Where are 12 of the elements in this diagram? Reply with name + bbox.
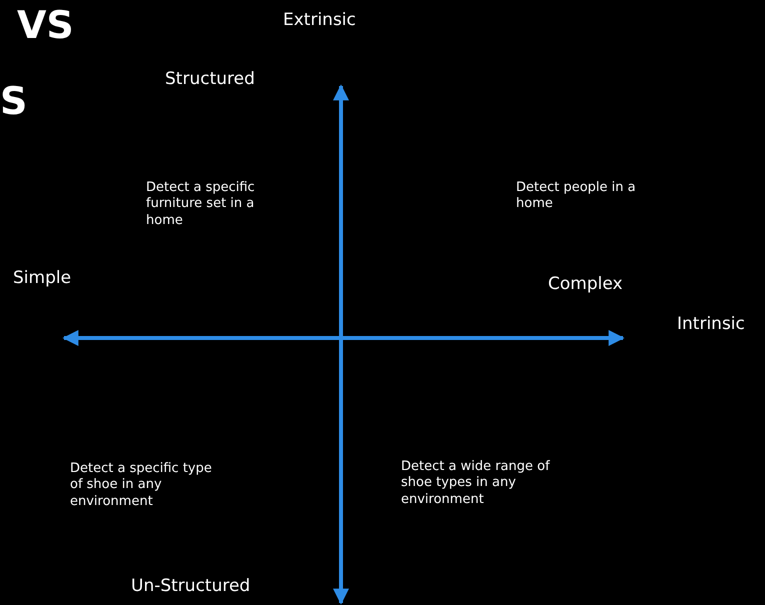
axis-label: Complex — [548, 274, 624, 296]
quadrant-description: Detect a specific furniture set in a home — [146, 180, 256, 229]
axis-label: VS — [17, 2, 75, 49]
quadrant-description: Detect a specific type of shoe in any environment — [70, 461, 213, 510]
axis-label: Simple — [13, 268, 72, 290]
axis-label: Intrinsic — [677, 314, 746, 336]
axis-label: S — [0, 78, 28, 125]
axis-label: Un-Structured — [131, 576, 252, 598]
axis-label: Extrinsic — [283, 10, 357, 32]
axis-label: Structured — [165, 69, 256, 90]
quadrant-description: Detect people in a home — [516, 180, 637, 212]
quadrant-description: Detect a wide range of shoe types in any environment — [401, 459, 551, 508]
